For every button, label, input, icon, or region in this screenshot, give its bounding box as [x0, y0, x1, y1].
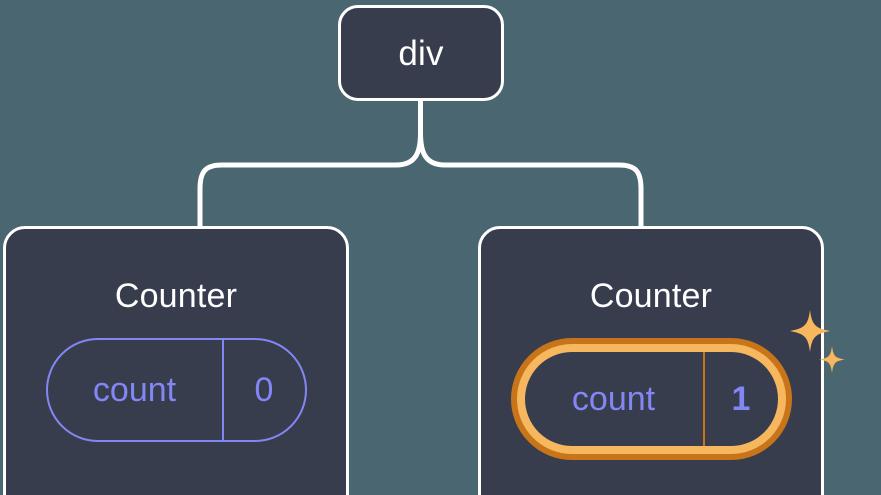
state-value-left: 0	[221, 340, 305, 440]
state-pill-wrap-right: count 1	[510, 310, 845, 460]
node-counter-left-label: Counter	[114, 277, 238, 315]
state-pill-inner-right: count 1	[524, 352, 778, 446]
state-key-right: count	[571, 380, 656, 418]
node-counter-right[interactable]: Counter count 1	[478, 226, 845, 495]
node-root-label: div	[398, 33, 444, 73]
state-pill-wrap-left: count 0	[45, 338, 307, 442]
node-counter-right-label: Counter	[589, 277, 713, 315]
state-value-right: 1	[702, 352, 778, 446]
node-counter-left[interactable]: Counter count 0	[3, 226, 349, 495]
state-pill-count-left[interactable]: count 0	[45, 338, 307, 442]
state-pill-count-right-highlighted[interactable]: count 1	[510, 338, 792, 460]
sparkles-icon	[789, 310, 845, 373]
node-root-div[interactable]: div	[338, 5, 504, 101]
state-key-left: count	[92, 371, 177, 409]
